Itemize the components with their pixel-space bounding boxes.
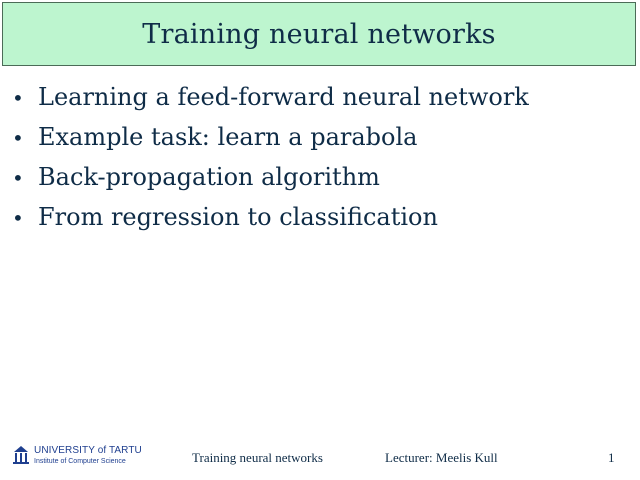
university-logo: UNIVERSITY of TARTU Institute of Compute…: [12, 444, 142, 466]
slide-title: Training neural networks: [142, 18, 496, 50]
page-number: 1: [608, 450, 615, 465]
bullet-marker: •: [12, 166, 24, 190]
bullet-list: • Learning a feed-forward neural network…: [12, 83, 529, 243]
bullet-item: • Back-propagation algorithm: [12, 163, 529, 203]
logo-text: UNIVERSITY of TARTU Institute of Compute…: [34, 444, 142, 465]
bullet-marker: •: [12, 86, 24, 110]
bullet-text: Example task: learn a parabola: [38, 123, 418, 151]
logo-university-name: UNIVERSITY of TARTU: [34, 444, 142, 456]
bullet-item: • Learning a feed-forward neural network: [12, 83, 529, 123]
footer-presentation-title: Training neural networks: [192, 450, 323, 465]
bullet-text: Learning a feed-forward neural network: [38, 83, 529, 111]
bullet-marker: •: [12, 126, 24, 150]
logo-institute-name: Institute of Computer Science: [34, 457, 126, 465]
bullet-item: • Example task: learn a parabola: [12, 123, 529, 163]
bullet-text: Back-propagation algorithm: [38, 163, 380, 191]
bullet-text: From regression to classification: [38, 203, 438, 231]
bullet-marker: •: [12, 206, 24, 230]
bullet-item: • From regression to classification: [12, 203, 529, 243]
footer-lecturer: Lecturer: Meelis Kull: [385, 450, 498, 465]
slide-title-banner: Training neural networks: [2, 2, 636, 66]
university-seal-icon: [12, 444, 30, 466]
